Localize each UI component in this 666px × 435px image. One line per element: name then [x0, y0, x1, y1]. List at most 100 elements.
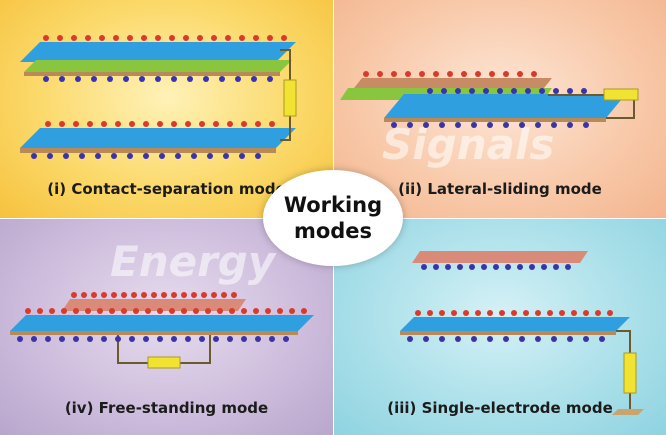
- negative-charge: [565, 264, 571, 270]
- positive-charge: [231, 292, 237, 298]
- negative-charge: [59, 76, 65, 82]
- positive-charge: [289, 308, 295, 314]
- positive-charge: [205, 308, 211, 314]
- negative-charge: [439, 122, 445, 128]
- negative-charge: [101, 336, 107, 342]
- panel-free-standing: Energy (iv) Free-standing mode: [0, 219, 333, 435]
- positive-charge: [523, 310, 529, 316]
- negative-charge: [45, 336, 51, 342]
- negative-charge: [269, 336, 275, 342]
- watermark-signals: Signals: [382, 120, 555, 169]
- positive-charge: [61, 308, 67, 314]
- positive-charge: [377, 71, 383, 77]
- positive-charge: [181, 308, 187, 314]
- positive-charge: [145, 308, 151, 314]
- negative-charge: [235, 76, 241, 82]
- load-resistor: [603, 88, 639, 101]
- positive-charge: [81, 292, 87, 298]
- negative-charge: [541, 264, 547, 270]
- negative-charge: [455, 122, 461, 128]
- negative-charge: [111, 153, 117, 159]
- negative-charge: [455, 88, 461, 94]
- negative-charge: [525, 88, 531, 94]
- caption-single-electrode: (iii) Single-electrode mode: [387, 399, 613, 417]
- positive-charge: [211, 292, 217, 298]
- negative-charge: [421, 264, 427, 270]
- positive-charge: [221, 292, 227, 298]
- negative-charge: [581, 88, 587, 94]
- positive-charge: [253, 35, 259, 41]
- panel-contact-separation: (i) Contact-separation mode: [0, 0, 333, 218]
- negative-charge: [175, 153, 181, 159]
- positive-charge: [363, 71, 369, 77]
- working-modes-badge: Working modes: [263, 170, 403, 266]
- badge-line-1: Working: [283, 193, 383, 217]
- negative-charge: [535, 122, 541, 128]
- positive-charge: [595, 310, 601, 316]
- positive-charge: [121, 292, 127, 298]
- negative-charge: [43, 76, 49, 82]
- negative-charge: [267, 76, 273, 82]
- negative-charge: [207, 153, 213, 159]
- positive-charge: [59, 121, 65, 127]
- negative-charge: [127, 153, 133, 159]
- negative-charge: [79, 153, 85, 159]
- positive-charge: [415, 310, 421, 316]
- positive-charge: [489, 71, 495, 77]
- positive-charge: [101, 292, 107, 298]
- negative-charge: [599, 336, 605, 342]
- negative-charge: [155, 76, 161, 82]
- negative-charge: [283, 336, 289, 342]
- positive-charge: [113, 35, 119, 41]
- lateral-sliding-illustration: [340, 71, 639, 128]
- negative-charge: [203, 76, 209, 82]
- positive-charge: [451, 310, 457, 316]
- positive-charge: [405, 71, 411, 77]
- positive-charge: [115, 121, 121, 127]
- negative-charge: [469, 264, 475, 270]
- negative-charge: [427, 88, 433, 94]
- negative-charge: [487, 122, 493, 128]
- positive-charge: [101, 121, 107, 127]
- positive-charge: [213, 121, 219, 127]
- negative-charge: [553, 88, 559, 94]
- positive-charge: [607, 310, 613, 316]
- positive-charge: [391, 71, 397, 77]
- positive-charge: [229, 308, 235, 314]
- positive-charge: [127, 35, 133, 41]
- negative-charge: [255, 336, 261, 342]
- positive-charge: [99, 35, 105, 41]
- positive-charge: [211, 35, 217, 41]
- badge-line-2: modes: [293, 219, 373, 243]
- negative-charge: [535, 336, 541, 342]
- positive-charge: [301, 308, 307, 314]
- positive-charge: [141, 35, 147, 41]
- positive-charge: [49, 308, 55, 314]
- positive-charge: [535, 310, 541, 316]
- positive-charge: [267, 35, 273, 41]
- positive-charge: [419, 71, 425, 77]
- negative-charge: [553, 264, 559, 270]
- negative-charge: [241, 336, 247, 342]
- external-circuit: [548, 94, 635, 119]
- positive-charge: [197, 35, 203, 41]
- negative-charge: [17, 336, 23, 342]
- surface-charges: [363, 71, 589, 128]
- bottom-plate: [384, 94, 626, 122]
- negative-charge: [31, 153, 37, 159]
- positive-charge: [43, 35, 49, 41]
- positive-charge: [201, 292, 207, 298]
- positive-charge: [85, 35, 91, 41]
- negative-charge: [503, 336, 509, 342]
- positive-charge: [499, 310, 505, 316]
- negative-charge: [91, 76, 97, 82]
- positive-charge: [161, 292, 167, 298]
- negative-charge: [239, 153, 245, 159]
- negative-charge: [75, 76, 81, 82]
- positive-charge: [583, 310, 589, 316]
- positive-charge: [199, 121, 205, 127]
- surface-charges: [407, 264, 613, 342]
- positive-charge: [141, 292, 147, 298]
- caption-contact-separation: (i) Contact-separation mode: [47, 180, 286, 198]
- positive-charge: [241, 308, 247, 314]
